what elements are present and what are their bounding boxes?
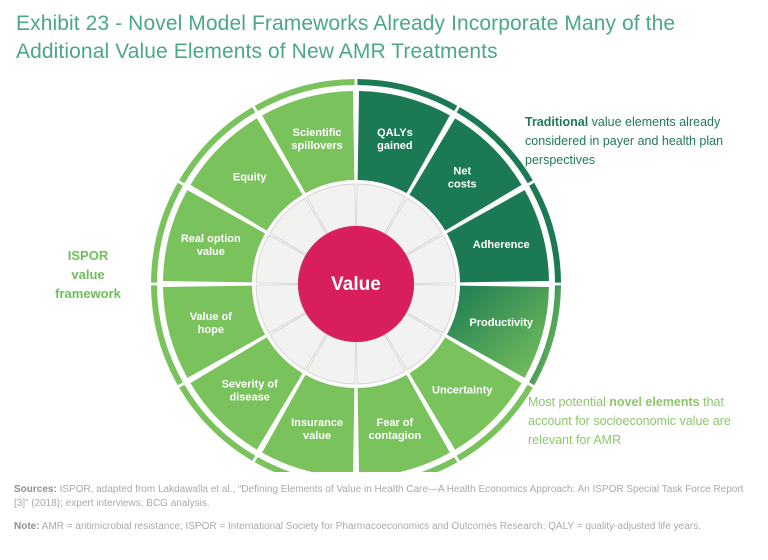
footer: Sources: ISPOR, adapted from Lakdawalla … <box>14 483 756 543</box>
outer-arc-segment <box>529 182 561 283</box>
outer-arc-segment <box>254 457 291 472</box>
donut-segment[interactable] <box>262 374 355 472</box>
outer-arc-segment <box>529 285 561 386</box>
middle-ring <box>255 183 457 385</box>
segments-group <box>163 91 549 472</box>
outer-arc-segment <box>254 79 355 111</box>
ispor-line: ISPOR <box>67 248 109 263</box>
outer-arc-segment <box>151 182 183 283</box>
sources-text: ISPOR, adapted from Lakdawalla et al., “… <box>14 484 744 509</box>
footer-sources: Sources: ISPOR, adapted from Lakdawalla … <box>14 483 756 511</box>
note-label: Note: <box>14 521 40 532</box>
annotation-traditional: Traditional value elements already consi… <box>525 113 760 170</box>
donut-segment[interactable] <box>190 337 303 450</box>
traditional-text: value elements already considered in pay… <box>525 115 724 167</box>
novel-text: that account for socioeconomic value are… <box>528 395 731 447</box>
novel-pre: Most potential <box>528 395 610 409</box>
outer-arc-segment <box>179 384 256 461</box>
donut-segment[interactable] <box>446 285 549 378</box>
footer-note: Note: AMR = antimicrobial resistance; IS… <box>14 520 756 534</box>
traditional-bold: Traditional <box>525 115 589 129</box>
ispor-framework-label: ISPOR value framework <box>28 246 148 303</box>
segment-label: Adherence <box>473 239 530 251</box>
middle-ring-wedge <box>306 334 356 385</box>
donut-segment[interactable] <box>163 285 266 378</box>
segment-label: Equity <box>233 172 267 184</box>
outer-arc-segment <box>179 107 256 184</box>
donut-segment[interactable] <box>163 190 266 283</box>
sources-label: Sources: <box>14 484 57 495</box>
segment-label: Productivity <box>469 317 533 329</box>
annotation-novel: Most potential novel elements that accou… <box>528 393 766 450</box>
middle-ring-wedge <box>255 234 306 284</box>
center-circle <box>298 226 414 342</box>
donut-segment[interactable] <box>357 91 450 194</box>
outer-arc-segment <box>151 285 183 386</box>
donut-segment[interactable] <box>262 91 355 194</box>
outer-arc-segment <box>421 457 458 472</box>
outer-ring <box>151 79 561 472</box>
center-label: Value <box>331 274 381 295</box>
middle-ring-wedge <box>406 284 457 334</box>
donut-segment[interactable] <box>409 337 522 450</box>
ispor-line: framework <box>55 286 121 301</box>
segment-label: Uncertainty <box>432 384 493 396</box>
note-text: AMR = antimicrobial resistance; ISPOR = … <box>39 521 701 532</box>
donut-segment[interactable] <box>446 190 549 283</box>
ispor-line: value <box>71 267 105 282</box>
middle-ring-wedge <box>356 183 406 234</box>
donut-segment[interactable] <box>357 374 450 472</box>
page-title: Exhibit 23 - Novel Model Frameworks Alre… <box>16 12 676 63</box>
donut-segment[interactable] <box>190 118 303 231</box>
donut-segment[interactable] <box>409 118 522 231</box>
outer-arc-segment <box>456 384 533 461</box>
novel-bold: novel elements <box>609 395 700 409</box>
outer-arc-segment <box>357 79 458 111</box>
outer-arc-segment <box>456 107 533 184</box>
